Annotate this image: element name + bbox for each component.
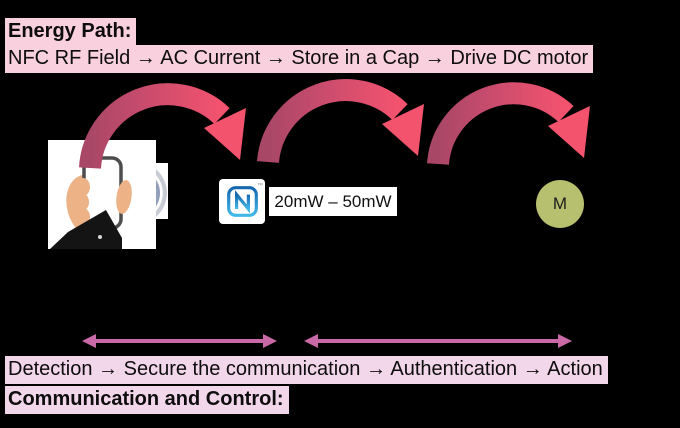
power-range-label: 20mW – 50mW <box>269 187 397 216</box>
motor-letter: M <box>552 194 568 213</box>
n-mark-svg <box>227 186 258 217</box>
nfc-n-mark-icon: ™ <box>219 179 265 224</box>
dc-motor-icon: M <box>536 180 584 228</box>
energy-path-title: Energy Path: <box>5 18 137 46</box>
phone-hand-svg <box>50 156 132 249</box>
energy-arc-3 <box>427 82 590 166</box>
energy-path-flow: NFC RF Field → AC Current → Store in a C… <box>5 45 594 73</box>
trademark-symbol: ™ <box>257 183 263 189</box>
communication-flow: Detection → Secure the communication → A… <box>5 356 608 384</box>
communication-title: Communication and Control: <box>5 386 289 414</box>
span-arrow-left <box>82 334 277 348</box>
phone-in-hand-icon <box>48 140 156 249</box>
span-arrow-right <box>304 334 572 348</box>
energy-arc-2 <box>257 79 424 164</box>
